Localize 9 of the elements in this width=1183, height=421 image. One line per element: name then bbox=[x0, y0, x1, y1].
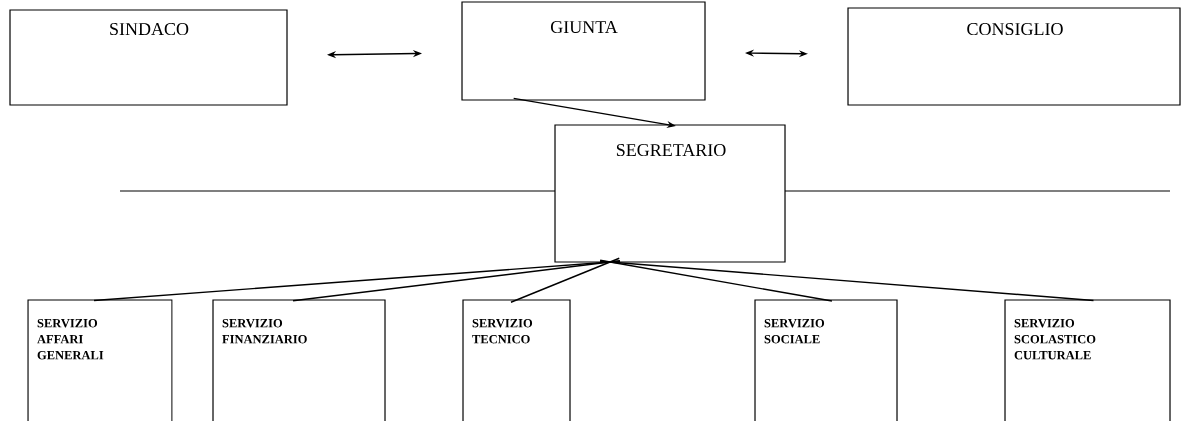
org-box: SEGRETARIO bbox=[554, 124, 786, 263]
service-box: SERVIZIO SOCIALE bbox=[754, 299, 898, 421]
service-box: SERVIZIO TECNICO bbox=[462, 299, 571, 421]
service-box: SERVIZIO AFFARI GENERALI bbox=[27, 299, 173, 421]
org-box: CONSIGLIO bbox=[847, 7, 1181, 106]
service-box: SERVIZIO FINANZIARIO bbox=[212, 299, 386, 421]
org-box: SINDACO bbox=[9, 9, 288, 106]
service-box: SERVIZIO SCOLASTICO CULTURALE bbox=[1004, 299, 1171, 421]
org-box: GIUNTA bbox=[461, 1, 706, 101]
